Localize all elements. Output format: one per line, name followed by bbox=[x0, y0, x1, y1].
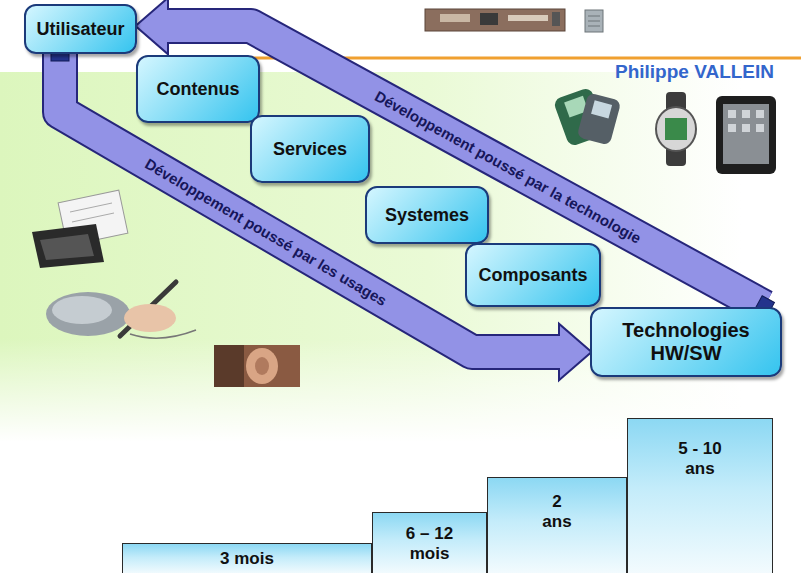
level-box: Contenus bbox=[136, 55, 260, 123]
laptop-papers bbox=[32, 190, 128, 268]
arrow-head bbox=[560, 326, 590, 378]
duration-bar: 2 ans bbox=[487, 477, 627, 573]
wrist-watch bbox=[656, 92, 696, 166]
arrow-head-outline bbox=[560, 326, 590, 378]
chip-icon bbox=[585, 10, 603, 32]
node-text: Utilisateur bbox=[36, 19, 124, 40]
duration-bar: 5 - 10 ans bbox=[627, 418, 773, 573]
arrow-head bbox=[137, 0, 167, 52]
level-box: Composants bbox=[465, 243, 601, 307]
node-text: Technologies HW/SW bbox=[600, 319, 772, 365]
node-text: Services bbox=[273, 139, 347, 160]
arrow-head-outline bbox=[137, 0, 167, 52]
node-text: 5 - 10 ans bbox=[668, 439, 732, 478]
node-text: 6 – 12 mois bbox=[394, 524, 466, 563]
mobile-phones bbox=[553, 87, 622, 148]
circuit-board bbox=[425, 9, 565, 31]
node-text: Contenus bbox=[157, 79, 240, 100]
broad-arrow bbox=[51, 47, 590, 378]
node-text: Composants bbox=[478, 265, 587, 286]
duration-bar: 3 mois bbox=[122, 543, 372, 573]
node-text: 3 mois bbox=[220, 549, 274, 569]
level-box: Technologies HW/SW bbox=[590, 307, 782, 377]
arrow-outline bbox=[60, 54, 560, 352]
hand-pen bbox=[46, 282, 196, 338]
ear-photo bbox=[214, 345, 300, 387]
node-text: 2 ans bbox=[537, 492, 577, 531]
node-text: Systemes bbox=[385, 205, 469, 226]
level-box: Utilisateur bbox=[24, 4, 137, 54]
level-box: Services bbox=[250, 115, 370, 183]
pda-device bbox=[716, 96, 776, 174]
author-name: Philippe VALLEIN bbox=[615, 62, 774, 83]
arrow-body bbox=[60, 54, 560, 352]
broad-arrow bbox=[137, 0, 774, 318]
level-box: Systemes bbox=[365, 186, 489, 244]
duration-bar: 6 – 12 mois bbox=[372, 512, 487, 573]
